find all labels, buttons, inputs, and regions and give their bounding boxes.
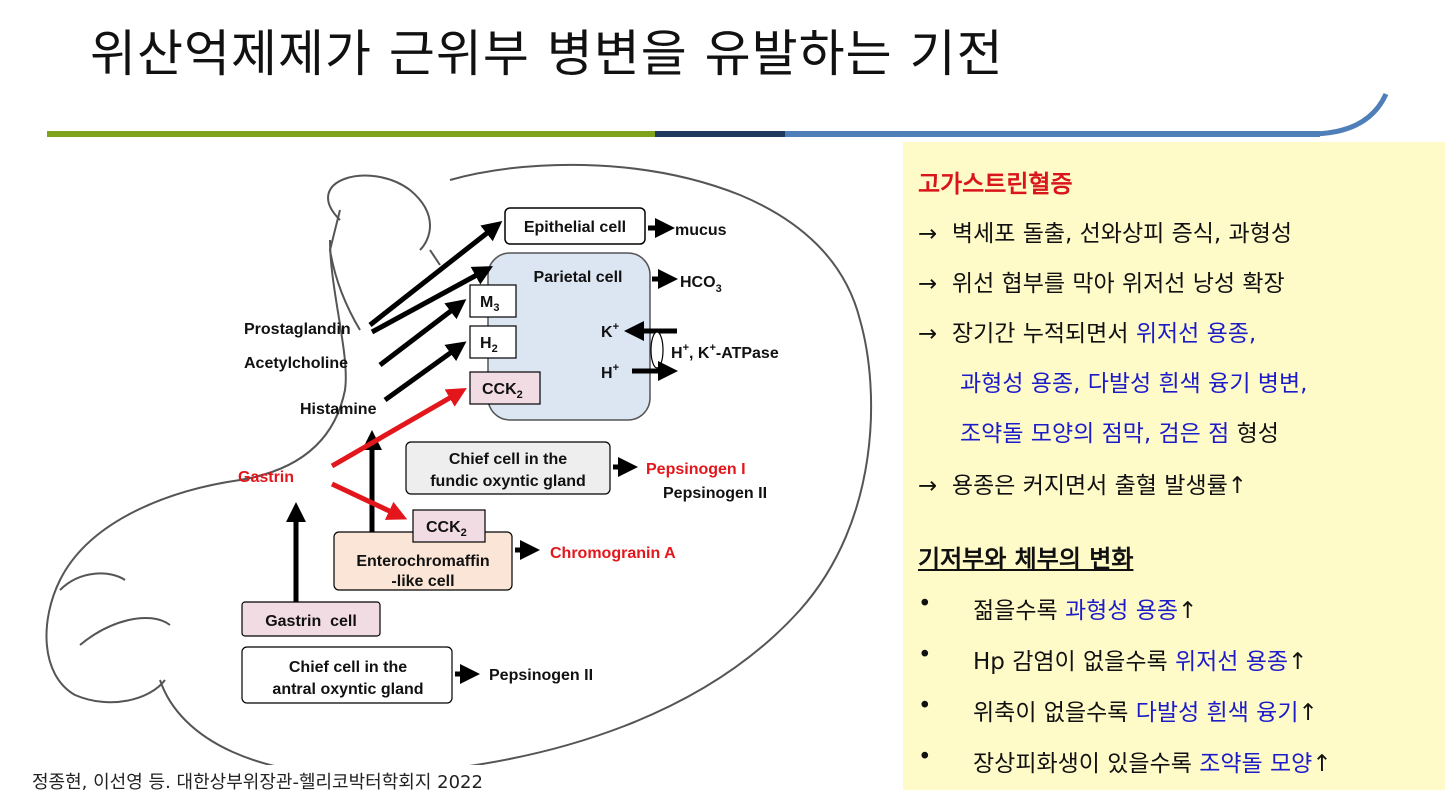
title-rule-green xyxy=(47,131,655,137)
parietal-cell-label: Parietal cell xyxy=(534,269,623,286)
pepsinogen-2-antral-label: Pepsinogen II xyxy=(489,667,593,684)
chief-cell-antral-label-2: antral oxyntic gland xyxy=(272,681,423,698)
arrow-acetylcholine-m3 xyxy=(378,299,467,367)
bullet-item: • 젊을수록 과형성 용종↑ xyxy=(918,591,1197,624)
panel-item-continuation: 과형성 용종, 다발성 흰색 융기 병변, xyxy=(960,364,1307,398)
ecl-cell-label-2: -like cell xyxy=(391,573,454,590)
panel-item-continuation: 조약돌 모양의 점막, 검은 점 형성 xyxy=(960,414,1279,448)
arrow-histamine-h2 xyxy=(383,341,467,403)
epithelial-cell-label: Epithelial cell xyxy=(524,219,626,236)
arrow-icon: → xyxy=(918,221,938,247)
bullet-highlight: 조약돌 모양 xyxy=(1199,751,1313,777)
panel-item-text: 위선 협부를 막아 위저선 낭성 확장 xyxy=(951,271,1285,297)
panel-item-highlight: 과형성 용종, 다발성 흰색 융기 병변, xyxy=(960,371,1308,397)
up-arrow-icon: ↑ xyxy=(1312,751,1332,777)
pepsinogen-1-label: Pepsinogen I xyxy=(646,461,746,478)
k-ion-label: K+ xyxy=(601,321,619,341)
stomach-outline xyxy=(45,163,873,765)
bullet-text: Hp 감염이 없을수록 xyxy=(973,649,1175,675)
panel-subheading: 기저부와 체부의 변화 xyxy=(918,545,1134,573)
mucus-label: mucus xyxy=(675,222,727,239)
panel-item-text: 용종은 커지면서 출혈 발생률↑ xyxy=(951,473,1248,499)
chief-cell-antral-label-1: Chief cell in the xyxy=(289,659,407,676)
cck2-label-ecl: CCK2 xyxy=(426,519,467,539)
m3-receptor-box xyxy=(469,284,517,318)
bullet-highlight: 다발성 흰색 융기 xyxy=(1135,700,1299,726)
info-panel: 고가스트린혈증 → 벽세포 돌출, 선와상피 증식, 과형성 → 위선 협부를 … xyxy=(903,142,1445,790)
chief-cell-antral-box xyxy=(241,646,453,704)
atpase-label: H+, K+-ATPase xyxy=(671,342,779,362)
cck2-receptor-ecl xyxy=(412,509,486,543)
arrow-icon: → xyxy=(918,473,938,499)
arrow-icon: → xyxy=(918,321,938,347)
panel-heading: 고가스트린혈증 xyxy=(918,170,1073,198)
up-arrow-icon: ↑ xyxy=(1298,700,1318,726)
bullet-text: 위축이 없을수록 xyxy=(973,700,1136,726)
chromogranin-label: Chromogranin A xyxy=(550,545,676,562)
title-rule-blue xyxy=(785,131,1320,137)
prostaglandin-label: Prostaglandin xyxy=(244,321,351,338)
h2-receptor-box xyxy=(469,325,517,359)
ecl-cell-label-1: Enterochromaffin xyxy=(356,553,489,570)
chief-cell-fundic-box xyxy=(405,441,611,495)
up-arrow-icon: ↑ xyxy=(1288,649,1308,675)
arrow-icon: → xyxy=(918,271,938,297)
bullet-highlight: 과형성 용종 xyxy=(1064,598,1179,624)
panel-item: → 용종은 커지면서 출혈 발생률↑ xyxy=(918,466,1247,500)
bullet-item: • 위축이 없을수록 다발성 흰색 융기↑ xyxy=(918,693,1318,726)
epithelial-cell-box xyxy=(504,207,646,245)
gastrin-label: Gastrin xyxy=(238,469,294,486)
cck2-receptor-parietal xyxy=(469,371,541,405)
cck2-label-parietal: CCK2 xyxy=(482,381,523,401)
panel-item-highlight: 조약돌 모양의 점막, 검은 점 xyxy=(960,421,1230,447)
up-arrow-icon: ↑ xyxy=(1178,598,1198,624)
bullet-item: • Hp 감염이 없을수록 위저선 용종↑ xyxy=(918,642,1307,675)
m3-label: M3 xyxy=(480,294,499,314)
bullet-highlight: 위저선 용종 xyxy=(1174,649,1289,675)
chief-cell-fundic-label-2: fundic oxyntic gland xyxy=(430,473,586,490)
bullet-item: • 장상피화생이 있을수록 조약돌 모양↑ xyxy=(918,744,1332,777)
bullet-icon: • xyxy=(918,591,932,617)
gastrin-cell-label: Gastrin cell xyxy=(265,613,357,630)
panel-item-text: 벽세포 돌출, 선와상피 증식, 과형성 xyxy=(951,221,1293,247)
bullet-icon: • xyxy=(918,642,932,668)
panel-item-highlight: 위저선 용종, xyxy=(1135,321,1257,347)
arrow-gastrin-cck2-parietal xyxy=(330,387,467,469)
arrow-prostaglandin-epithelial xyxy=(368,221,503,327)
acetylcholine-label: Acetylcholine xyxy=(244,355,348,372)
bullet-text: 장상피화생이 있을수록 xyxy=(973,751,1200,777)
proton-pump-icon xyxy=(650,331,664,369)
panel-item-text: 형성 xyxy=(1229,421,1279,447)
h2-label: H2 xyxy=(480,335,498,355)
hco3-label: HCO3 xyxy=(680,274,722,295)
bullet-icon: • xyxy=(918,693,932,719)
title-rule-curve xyxy=(1310,92,1389,137)
bullet-text: 젊을수록 xyxy=(973,598,1065,624)
citation: 정종현, 이선영 등. 대한상부위장관-헬리코박터학회지 2022 xyxy=(32,772,483,793)
chief-cell-fundic-label-1: Chief cell in the xyxy=(449,451,567,468)
histamine-label: Histamine xyxy=(300,401,377,418)
panel-item: → 장기간 누적되면서 위저선 용종, xyxy=(918,314,1256,348)
title-rule-navy xyxy=(655,131,785,137)
bullet-icon: • xyxy=(918,744,932,770)
page-title: 위산억제제가 근위부 병변을 유발하는 기전 xyxy=(90,25,1004,83)
gastrin-cell-box xyxy=(241,601,381,637)
h-ion-label: H+ xyxy=(601,362,619,382)
arrow-gastrin-cck2-ecl xyxy=(330,481,408,520)
panel-item: → 벽세포 돌출, 선와상피 증식, 과형성 xyxy=(918,214,1292,248)
panel-item: → 위선 협부를 막아 위저선 낭성 확장 xyxy=(918,264,1285,298)
pepsinogen-2-label: Pepsinogen II xyxy=(663,485,767,502)
arrow-prostaglandin-parietal xyxy=(370,266,494,335)
panel-item-text: 장기간 누적되면서 xyxy=(951,321,1136,347)
mechanism-diagram: Epithelial cell mucus Parietal cell HCO3… xyxy=(45,163,873,765)
